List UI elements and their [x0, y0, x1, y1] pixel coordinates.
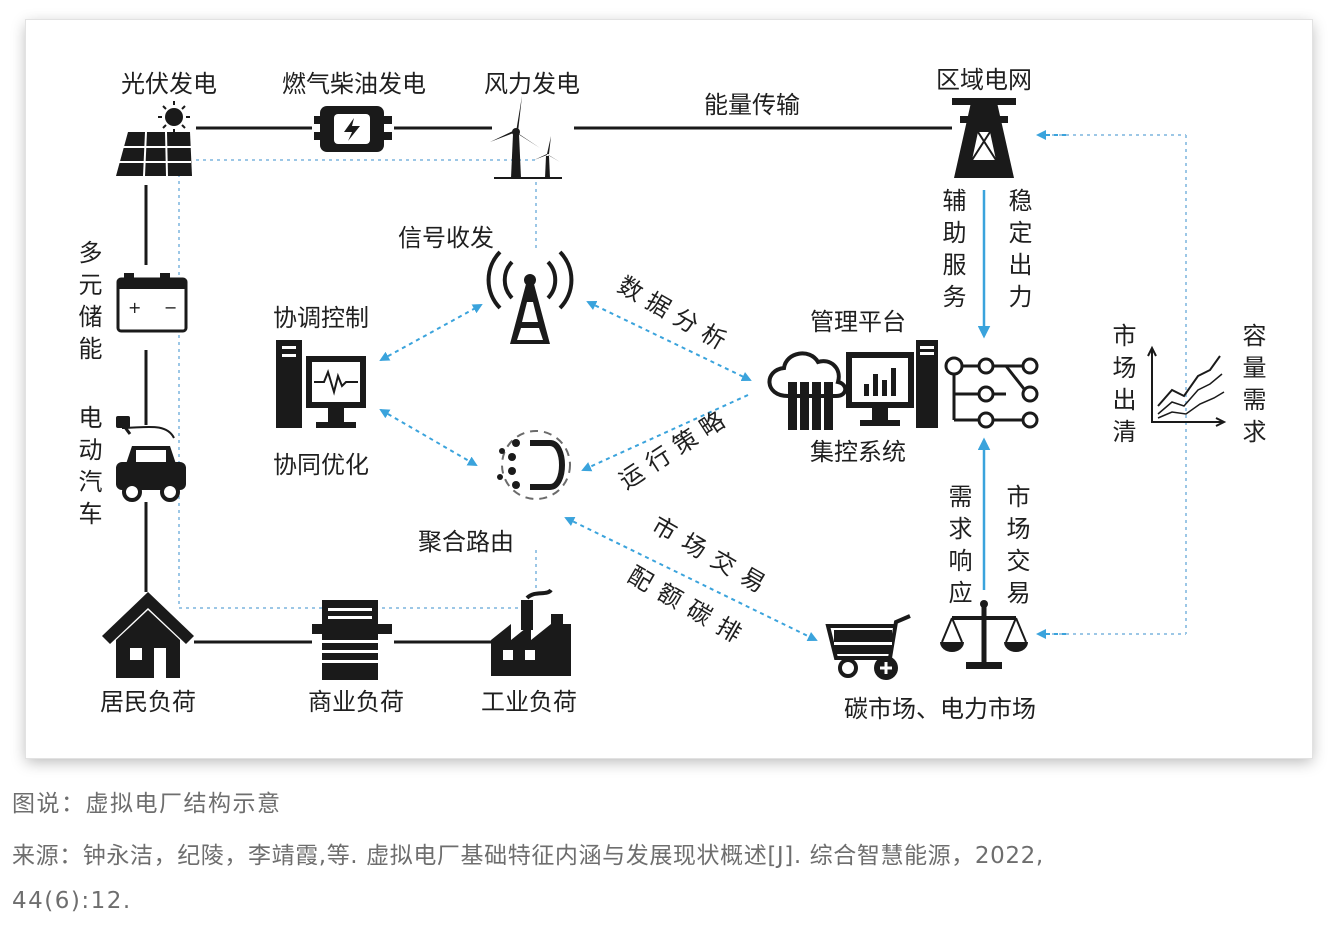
arrow-router-market: [564, 517, 818, 641]
label-wind: 风力发电: [484, 70, 580, 98]
caption-source-line1: 来源：钟永洁，纪陵，李靖霞,等. 虚拟电厂基础特征内涵与发展现状概述[J]. 综…: [12, 843, 1044, 869]
label-grid: 区域电网: [936, 66, 1032, 94]
aggregation-router-icon: [497, 430, 571, 500]
signal-tower-icon: [486, 250, 574, 344]
blue-arrows: [379, 130, 1066, 641]
control-computer-icon: [276, 340, 366, 428]
label-residential: 居民负荷: [100, 688, 196, 716]
house-icon: [102, 592, 194, 678]
label-demand-response: 需求响应: [944, 484, 972, 612]
label-signal: 信号收发: [398, 224, 494, 252]
label-data-analysis: 数据分析: [613, 271, 738, 359]
svg-text:+: +: [128, 298, 141, 317]
caption-title: 图说：虚拟电厂结构示意: [12, 791, 282, 817]
balance-scale-icon: [940, 600, 1028, 669]
info-dotted-lines: [178, 134, 1187, 635]
generator-icon: [314, 106, 392, 152]
label-stable-output: 稳定出力: [1004, 188, 1032, 316]
label-market-trade-vertical: 市场交易: [1002, 484, 1030, 612]
transmission-tower-icon: [952, 98, 1016, 178]
cloud-server-icon: [767, 351, 848, 430]
network-nodes-icon: [944, 356, 1039, 429]
ev-car-icon: [116, 416, 186, 502]
wind-turbine-icon: [490, 96, 562, 179]
label-storage: 多元储能: [74, 240, 102, 368]
label-gas: 燃气柴油发电: [282, 70, 426, 98]
arrow-control-router: [379, 408, 478, 467]
commercial-building-icon: [312, 600, 392, 680]
label-coord-optimize: 协同优化: [273, 451, 369, 479]
label-aux-service: 辅助服务: [938, 188, 966, 316]
label-coord-control: 协调控制: [273, 304, 369, 332]
label-markets: 碳市场、电力市场: [844, 695, 1036, 723]
label-operation-strategy: 运行策略: [614, 402, 737, 495]
label-aggregation-routing: 聚合路由: [418, 528, 514, 556]
battery-icon: + −: [116, 273, 188, 333]
label-transmission: 能量传输: [704, 91, 800, 119]
label-capacity-demand: 容量需求: [1238, 323, 1266, 451]
vpp-structure-diagram: + −: [74, 66, 1266, 723]
growth-chart-icon: [1147, 345, 1227, 427]
diagram-labels: 光伏发电 燃气柴油发电 风力发电 能量传输 区域电网 信号收发 协调控制 协同优…: [74, 66, 1266, 723]
arrow-control-signal: [379, 304, 483, 361]
label-pv: 光伏发电: [121, 70, 217, 98]
label-industrial: 工业负荷: [481, 688, 577, 716]
arrow-signal-platform: [586, 300, 752, 382]
label-market-clearing: 市场出清: [1108, 323, 1136, 451]
sun-icon: [158, 101, 190, 133]
platform-computer-icon: [846, 340, 938, 428]
svg-text:−: −: [164, 298, 177, 317]
factory-icon: [491, 588, 571, 676]
label-central-control: 集控系统: [810, 438, 906, 466]
arrow-platform-router: [581, 394, 749, 472]
solar-panel-icon: [116, 131, 192, 177]
label-ev: 电动汽车: [74, 405, 102, 533]
shopping-cart-icon: [825, 614, 911, 680]
label-mgmt-platform: 管理平台: [810, 308, 906, 336]
caption-source-line2: 44(6):12.: [12, 888, 132, 914]
label-commercial: 商业负荷: [308, 688, 404, 716]
diagram-frame: + −: [26, 20, 1312, 758]
energy-lines: [144, 126, 952, 644]
